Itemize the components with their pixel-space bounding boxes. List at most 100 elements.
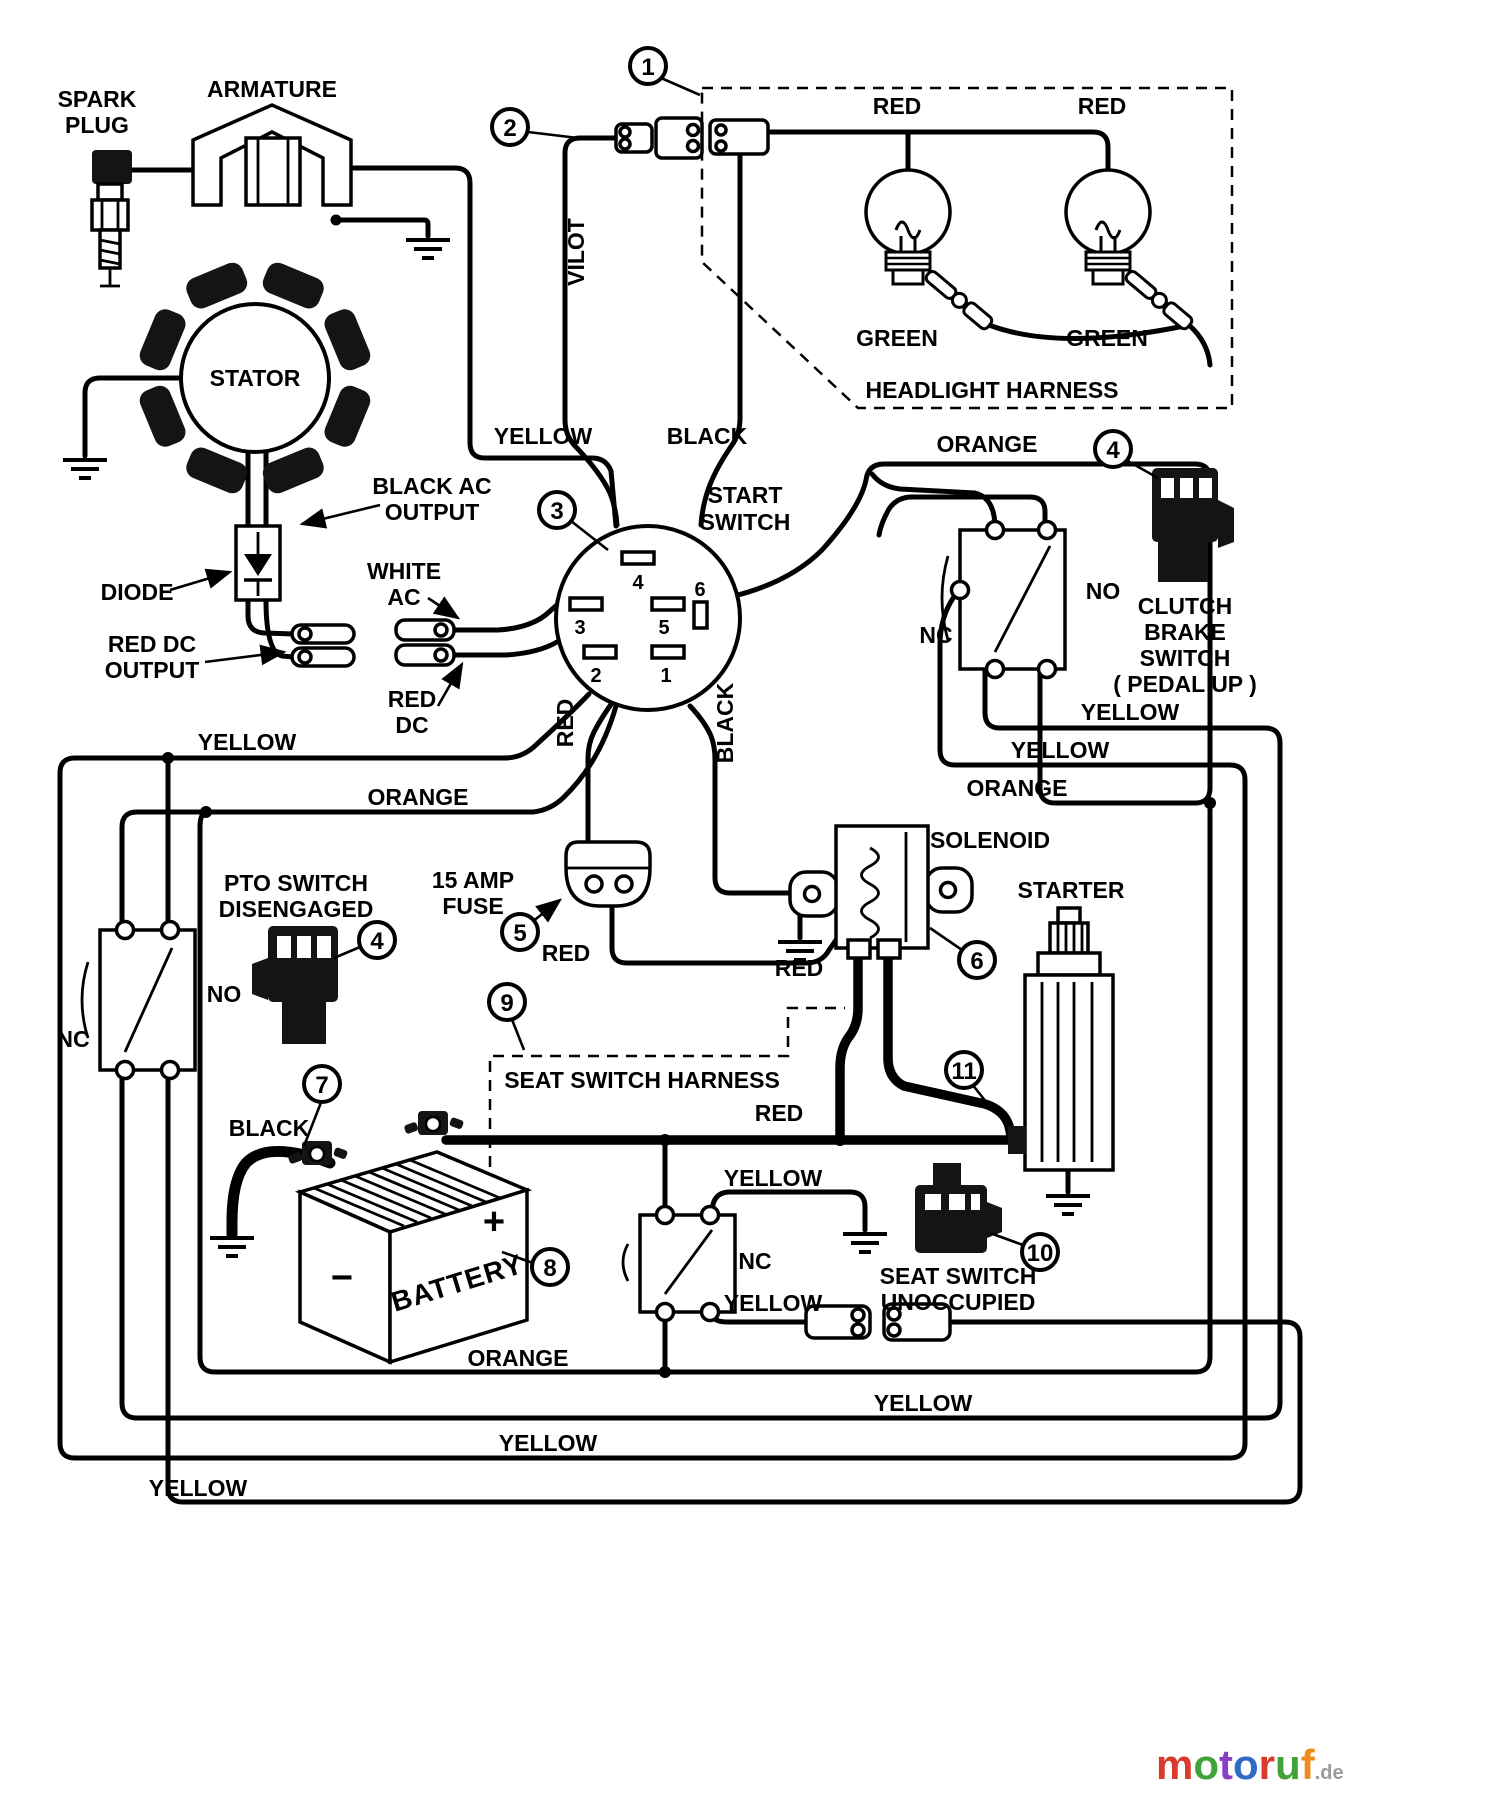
- fuse: [564, 840, 652, 908]
- label-nc-left: NC: [56, 1026, 89, 1052]
- wire-whiteac-switch: [449, 601, 561, 633]
- ground-starter: [1044, 1194, 1092, 1216]
- battery-plus: +: [483, 1201, 505, 1243]
- svg-text:9: 9: [500, 990, 513, 1017]
- label-seat-switch: SEAT SWITCH: [880, 1263, 1037, 1289]
- wire-rightbox-stub1: [869, 471, 998, 531]
- terminal-1: 1: [660, 665, 671, 687]
- watermark-suffix: .de: [1314, 1762, 1344, 1784]
- callout-6: 6: [957, 940, 997, 980]
- label-green-right: GREEN: [1066, 325, 1148, 351]
- label-yellow-right-2: YELLOW: [1011, 737, 1110, 763]
- label-seat-switch-harness: SEAT SWITCH HARNESS: [504, 1067, 780, 1093]
- wire-armature-ground: [333, 217, 431, 239]
- ground-stator: [61, 458, 109, 480]
- svg-text:AC: AC: [387, 584, 420, 610]
- wire-green-chain: [986, 322, 1192, 341]
- terminal-4: 4: [632, 572, 644, 594]
- wire-orange-top-loop: [731, 461, 1213, 806]
- svg-text:7: 7: [315, 1072, 328, 1099]
- callout-8: 8: [530, 1247, 570, 1287]
- headlight-bulb-left: [864, 168, 996, 333]
- diode-output-connector: [290, 618, 456, 668]
- svg-text:BRAKE: BRAKE: [1144, 619, 1226, 645]
- ground-seat: [841, 1232, 889, 1254]
- wire-headlight-bus: [765, 129, 1111, 173]
- label-red-solenoid: RED: [775, 955, 824, 981]
- svg-text:11: 11: [951, 1058, 976, 1085]
- headlight-bulb-right: [1064, 168, 1196, 333]
- wire-orange-bottom-loop: [197, 800, 1213, 1375]
- battery-negative-post: [288, 1141, 348, 1165]
- bottom-connector: [804, 1302, 952, 1342]
- label-yellow-seat-top: YELLOW: [724, 1165, 823, 1191]
- label-clutch-brake-switch: CLUTCH: [1138, 593, 1233, 619]
- label-orange-top: ORANGE: [937, 431, 1038, 457]
- wire-yellow-loop-b: [57, 591, 1248, 1461]
- wire-yellow-top: [348, 165, 619, 529]
- start-switch: 4 3 5 6 2 1: [554, 524, 742, 712]
- svg-text:4: 4: [370, 928, 384, 955]
- diode: [234, 524, 282, 602]
- label-spark-plug: SPARK: [58, 86, 137, 112]
- label-no-right: NO: [1086, 578, 1121, 604]
- label-yellow-right-1: YELLOW: [1081, 699, 1180, 725]
- label-no-left: NO: [207, 981, 242, 1007]
- top-connector: [614, 116, 770, 160]
- wire-vilot: [562, 135, 623, 528]
- label-red-battery: RED: [755, 1100, 804, 1126]
- watermark-logo[interactable]: motoruf.de: [1156, 1741, 1344, 1788]
- battery-minus: −: [331, 1257, 353, 1299]
- svg-text:FUSE: FUSE: [442, 893, 503, 919]
- callout-10: 10: [1020, 1232, 1060, 1272]
- pto-switch-connector: [252, 926, 338, 1044]
- svg-text:DISENGAGED: DISENGAGED: [219, 896, 374, 922]
- label-black-ac-output: BLACK AC: [372, 473, 491, 499]
- wire-green-stub: [1186, 322, 1213, 368]
- wire-black-vertical: [687, 703, 837, 896]
- label-stator: STATOR: [210, 365, 301, 391]
- label-pto-switch: PTO SWITCH: [224, 870, 368, 896]
- label-fuse: 15 AMP: [432, 867, 514, 893]
- ground-battery: [208, 1236, 256, 1258]
- callouts: 1 2 3 4 4 5 6 7 8 9 10 11: [302, 46, 1159, 1287]
- terminal-5: 5: [658, 617, 669, 639]
- label-yellow-bottom-3: YELLOW: [149, 1475, 248, 1501]
- svg-text:( PEDAL UP ): ( PEDAL UP ): [1113, 671, 1257, 697]
- label-red-dc: RED: [388, 686, 437, 712]
- svg-text:5: 5: [513, 920, 526, 947]
- callout-4-clutch: 4: [1093, 429, 1133, 469]
- callout-3: 3: [537, 490, 577, 530]
- svg-text:1: 1: [641, 54, 654, 81]
- left-switch-box: [80, 919, 197, 1081]
- wire-stator-ground: [82, 375, 184, 459]
- wire-seat-yellow-top: [709, 1189, 868, 1233]
- svg-text:10: 10: [1027, 1240, 1054, 1267]
- svg-text:DC: DC: [395, 712, 428, 738]
- label-solenoid: SOLENOID: [930, 827, 1050, 853]
- label-orange-right: ORANGE: [967, 775, 1068, 801]
- label-red-dc-output: RED DC: [108, 631, 196, 657]
- wire-diode-connector-a: [245, 597, 297, 637]
- solenoid: [788, 824, 974, 960]
- label-black-top: BLACK: [667, 423, 748, 449]
- label-arrows: [169, 503, 563, 924]
- labels: SPARK PLUG ARMATURE STATOR DIODE BLACK A…: [56, 76, 1256, 1501]
- clutch-brake-contact-box: [940, 519, 1067, 680]
- battery: BATTERY − +: [288, 1111, 533, 1365]
- label-yellow-seat-bottom: YELLOW: [724, 1290, 823, 1316]
- label-nc-seat: NC: [738, 1248, 771, 1274]
- callout-9: 9: [487, 982, 527, 1022]
- stator: [139, 262, 371, 494]
- wire-reddc-switch: [449, 639, 560, 658]
- seat-switch-box: [621, 1204, 737, 1323]
- label-start-switch: START: [708, 482, 783, 508]
- svg-text:3: 3: [550, 498, 563, 525]
- wire-yellow-loop-a: [119, 666, 1283, 1421]
- label-black-vertical: BLACK: [712, 682, 738, 763]
- wire-yellow-loop-c: [165, 1069, 1303, 1505]
- wires: [57, 129, 1303, 1505]
- label-vilot: VILOT: [563, 218, 589, 286]
